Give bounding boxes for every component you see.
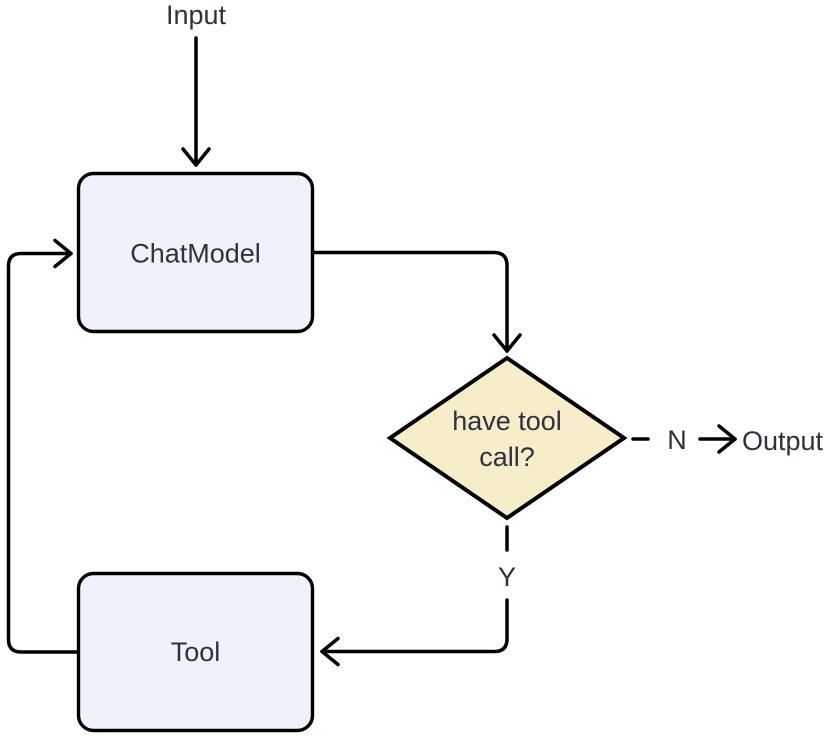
input-label: Input: [166, 0, 227, 30]
tool-to-chatmodel-loop-edge: [6, 238, 80, 654]
no-edge-label: N: [667, 425, 687, 455]
decision-to-tool-edge: [320, 598, 509, 667]
decision-label-line1: have tool: [452, 406, 562, 436]
yes-edge-label: Y: [498, 562, 516, 592]
output-label: Output: [742, 426, 824, 456]
decision-label-line2: call?: [479, 442, 535, 472]
decision-node: [386, 355, 628, 521]
chatmodel-to-decision-edge: [311, 250, 522, 353]
chatmodel-label: ChatModel: [130, 239, 261, 269]
tool-label: Tool: [171, 637, 221, 667]
